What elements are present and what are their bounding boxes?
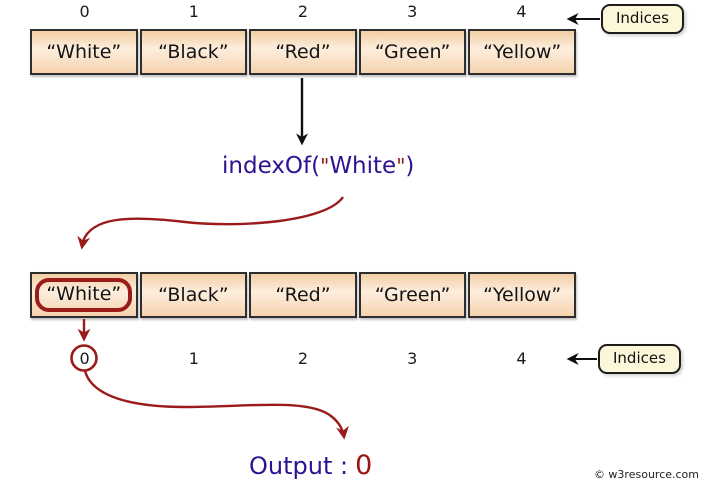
top-index-label-0: 0 [79,2,90,21]
top-index-label-1: 1 [188,2,199,21]
array-cell: “Red” [249,272,357,318]
cell-value: “Red” [275,284,331,306]
cell-value: “Green” [374,41,451,63]
top-index-label-4: 4 [516,2,527,21]
watermark: © w3resource.com [593,468,699,481]
bottom-index-row: 0 1 2 3 4 [30,349,576,368]
indices-callout-top: Indices [601,4,684,34]
cell-value: “Yellow” [483,284,562,306]
cell-value: “Yellow” [483,41,562,63]
function-call-argument: White [329,153,397,179]
open-quote: " [320,154,330,178]
indices-callout-bottom: Indices [598,344,681,374]
bottom-index-label-1: 1 [188,349,199,368]
result-flow-arrow [83,370,349,440]
output-value: 0 [355,450,373,481]
bottom-index-label-4: 4 [516,349,527,368]
bottom-index-label-0: 0 [79,349,90,368]
array-cell-highlighted: “White” [30,272,138,318]
array-cell: “Yellow” [468,29,576,75]
function-call-prefix: indexOf( [222,153,321,179]
array-cell: “Green” [358,272,467,318]
top-index-row: 0 1 2 3 4 [30,2,576,21]
function-call-text: indexOf("White") [222,153,414,179]
cell-value: “Black” [158,41,229,63]
cell-value: “Green” [374,284,451,306]
result-array: “White” “Black” “Red” “Green” “Yellow” [30,272,576,318]
cell-value: “White” [46,41,122,63]
array-cell: “Green” [358,29,467,75]
source-array: “White” “Black” “Red” “Green” “Yellow” [30,29,576,75]
top-index-label-3: 3 [407,2,418,21]
array-cell: “Yellow” [468,272,576,318]
output-label: Output : [249,452,349,480]
array-cell: “Red” [249,29,357,75]
top-index-label-2: 2 [297,2,309,21]
search-flow-arrow [77,196,344,250]
bottom-index-label-2: 2 [297,349,309,368]
output-line: Output :0 [249,450,372,481]
bottom-index-label-3: 3 [407,349,418,368]
cell-value: “Red” [275,41,331,63]
array-cell: “Black” [139,29,248,75]
function-call-suffix: ) [405,153,415,179]
close-quote: " [396,154,406,178]
highlight-ring: “White” [35,278,133,312]
array-cell: “Black” [139,272,248,318]
cell-value: “Black” [158,284,229,306]
array-cell: “White” [30,29,138,75]
